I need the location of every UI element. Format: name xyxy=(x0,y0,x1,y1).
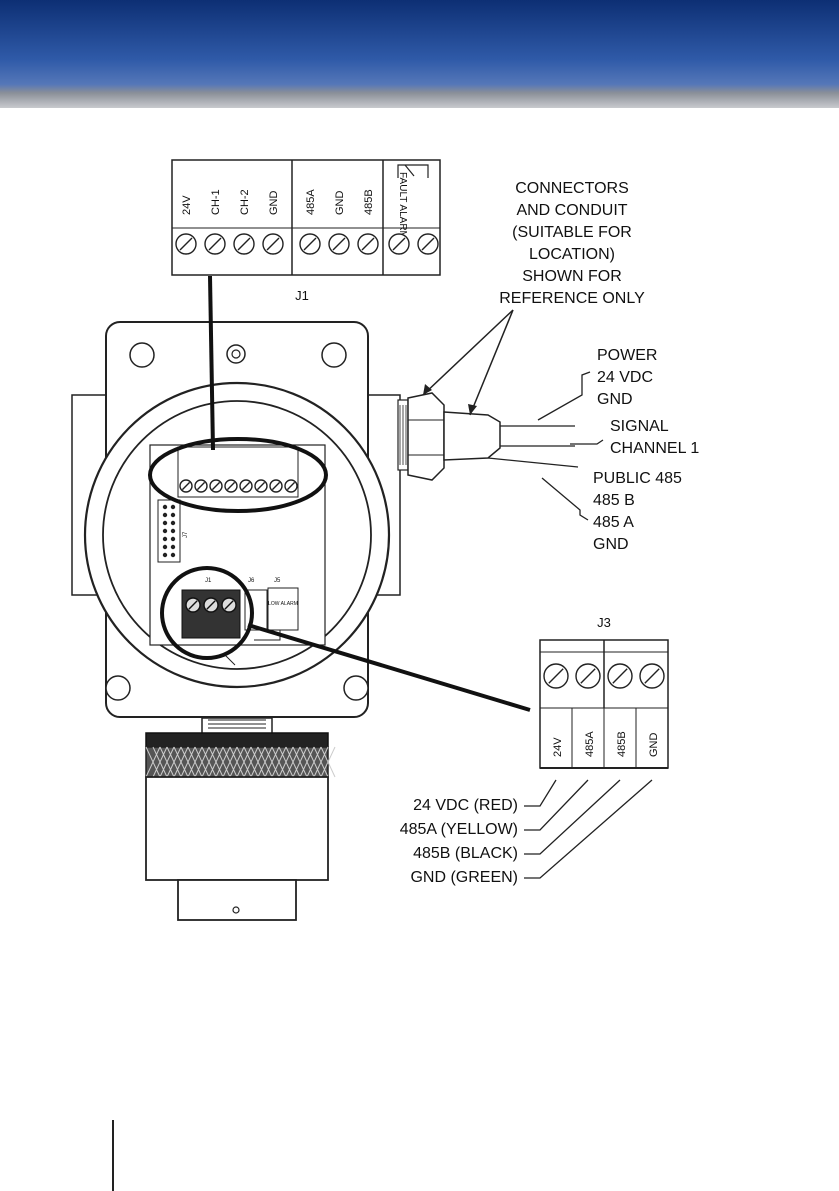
connectors-note-line: LOCATION) xyxy=(529,246,615,263)
j1-terminal-label: CH-2 xyxy=(239,189,251,215)
header-pin xyxy=(163,545,167,549)
page-margin-rule xyxy=(112,1120,114,1191)
connectors-note-line: (SUITABLE FOR xyxy=(512,224,632,241)
j1-screws xyxy=(176,234,438,254)
board-label-j7: J7 xyxy=(183,531,189,538)
wire-color-label: 485B (BLACK) xyxy=(413,845,518,862)
connectors-note-line: AND CONDUIT xyxy=(516,202,627,219)
power-label-line: GND xyxy=(597,391,633,408)
j1-terminal-label: 24V xyxy=(181,195,193,215)
j1-title: J1 xyxy=(295,288,309,303)
board-label-j5: J5 xyxy=(274,578,281,584)
conduit-fitting xyxy=(398,393,578,480)
fault-alarm-label: FAULT ALARM xyxy=(397,172,408,239)
low-alarm-label: LOW ALARM xyxy=(268,601,298,607)
wire-color-label: 24 VDC (RED) xyxy=(413,797,518,814)
header-pin xyxy=(171,529,175,533)
j3-terminal-label: 24V xyxy=(552,737,564,757)
public485-label-line: GND xyxy=(593,536,629,553)
cable-labels: POWER 24 VDC GND SIGNAL CHANNEL 1 PUBLIC… xyxy=(538,347,699,553)
j1-terminal-label: 485A xyxy=(305,189,317,215)
j1-terminal-label: GND xyxy=(268,191,280,216)
j1-terminal-label: 485B xyxy=(363,189,375,215)
header-pin xyxy=(171,545,175,549)
header-pin xyxy=(163,505,167,509)
wire-color-label: GND (GREEN) xyxy=(410,869,518,886)
power-label-line: POWER xyxy=(597,347,657,364)
header-pin xyxy=(163,521,167,525)
board-label-j1: J1 xyxy=(205,578,212,584)
header-pin xyxy=(171,521,175,525)
public485-label-line: 485 B xyxy=(593,492,635,509)
public485-label-line: PUBLIC 485 xyxy=(593,470,682,487)
j3-terminal-label: 485A xyxy=(584,731,596,757)
header-pin xyxy=(171,513,175,517)
signal-label-line: SIGNAL xyxy=(610,418,669,435)
j3-terminal-block: J3 24V 485A 485B GND xyxy=(540,615,668,768)
header-pin xyxy=(163,529,167,533)
connectors-note-line: CONNECTORS xyxy=(515,180,629,197)
wire-color-legend: 24 VDC (RED) 485A (YELLOW) 485B (BLACK) … xyxy=(400,780,652,886)
header-pin xyxy=(171,505,175,509)
j3-terminal-label: 485B xyxy=(616,731,628,757)
connectors-note-line: SHOWN FOR xyxy=(522,268,622,285)
board-label-j6: J6 xyxy=(248,578,255,584)
j1-terminal-label: GND xyxy=(334,191,346,216)
j3-terminal-label: GND xyxy=(648,733,660,758)
signal-label-line: CHANNEL 1 xyxy=(610,440,699,457)
header-pin xyxy=(163,537,167,541)
j1-terminal-block: 24V CH-1 CH-2 GND 485A GND 485B FAULT AL… xyxy=(172,160,440,303)
power-label-line: 24 VDC xyxy=(597,369,653,386)
wire-color-label: 485A (YELLOW) xyxy=(400,821,518,838)
header-pin xyxy=(171,537,175,541)
header-pin xyxy=(171,553,175,557)
public485-label-line: 485 A xyxy=(593,514,634,531)
header-pin xyxy=(163,513,167,517)
connectors-note-line: REFERENCE ONLY xyxy=(499,290,645,307)
j3-title: J3 xyxy=(597,615,611,630)
board-j3-screws xyxy=(186,598,236,612)
header-pin xyxy=(163,553,167,557)
j1-terminal-label: CH-1 xyxy=(210,189,222,215)
